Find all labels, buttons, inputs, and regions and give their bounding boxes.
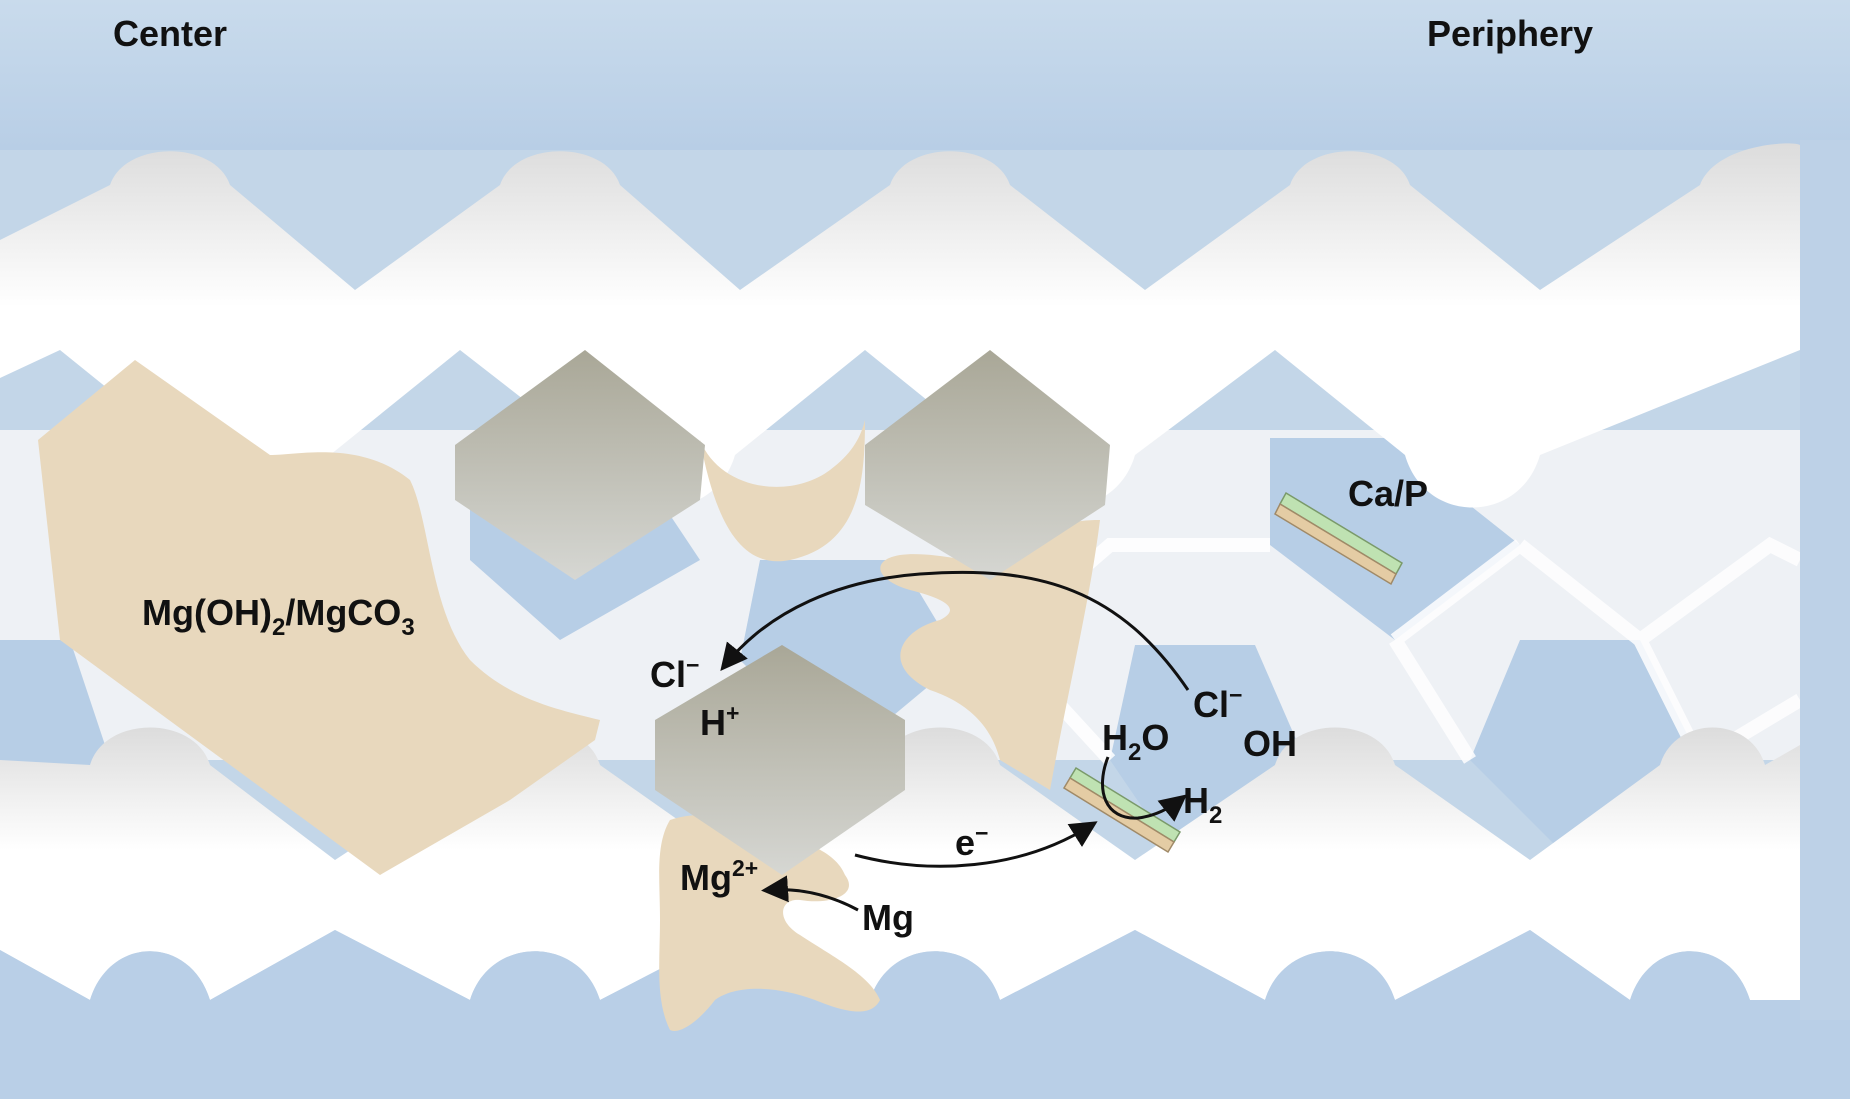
- corrosion-large-left: [38, 360, 600, 875]
- reaction-arrows: [720, 570, 1190, 912]
- corrosion-upper-notch: [700, 420, 865, 562]
- hydrogen-gas-label: H2: [1183, 780, 1222, 829]
- center-label: Center: [113, 13, 227, 54]
- periphery-label: Periphery: [1427, 13, 1593, 54]
- mg-grain-1: [455, 350, 705, 580]
- water-label: H2O: [1102, 717, 1169, 766]
- corrosion-product-label: Mg(OH)2/MgCO3: [142, 592, 415, 641]
- corrosion-products: [38, 360, 1100, 1031]
- proton-label: H+: [700, 700, 739, 743]
- magnesium-label: Mg: [862, 897, 914, 938]
- hydroxide-label: OH: [1243, 723, 1297, 764]
- ca-p-deposit-upper: [1274, 491, 1404, 586]
- ca-p-label: Ca/P: [1348, 473, 1428, 514]
- chloride-ion-right-label: Cl−: [1193, 682, 1242, 725]
- magnesium-ion-label: Mg2+: [680, 855, 758, 898]
- arrow-chloride-transport: [720, 570, 1190, 691]
- corrosion-bottom-blob: [659, 814, 880, 1031]
- electron-label: e−: [955, 820, 988, 863]
- mg-grain-3: [655, 645, 905, 875]
- arrow-electron-transfer: [854, 821, 1098, 868]
- top-blue-band: [0, 0, 1850, 150]
- mg-grain-2: [865, 350, 1110, 580]
- magnesium-grains: [455, 350, 1110, 875]
- arrow-mg-oxidation: [761, 875, 859, 912]
- right-blue-strip: [1800, 140, 1850, 1020]
- chloride-ion-left-label: Cl−: [650, 652, 699, 695]
- bottom-blue-band: [0, 930, 1850, 1099]
- corrosion-center-branch: [880, 520, 1100, 790]
- arrow-h2-evolution: [1100, 756, 1188, 822]
- upper-scaffold-layer: [0, 143, 1800, 508]
